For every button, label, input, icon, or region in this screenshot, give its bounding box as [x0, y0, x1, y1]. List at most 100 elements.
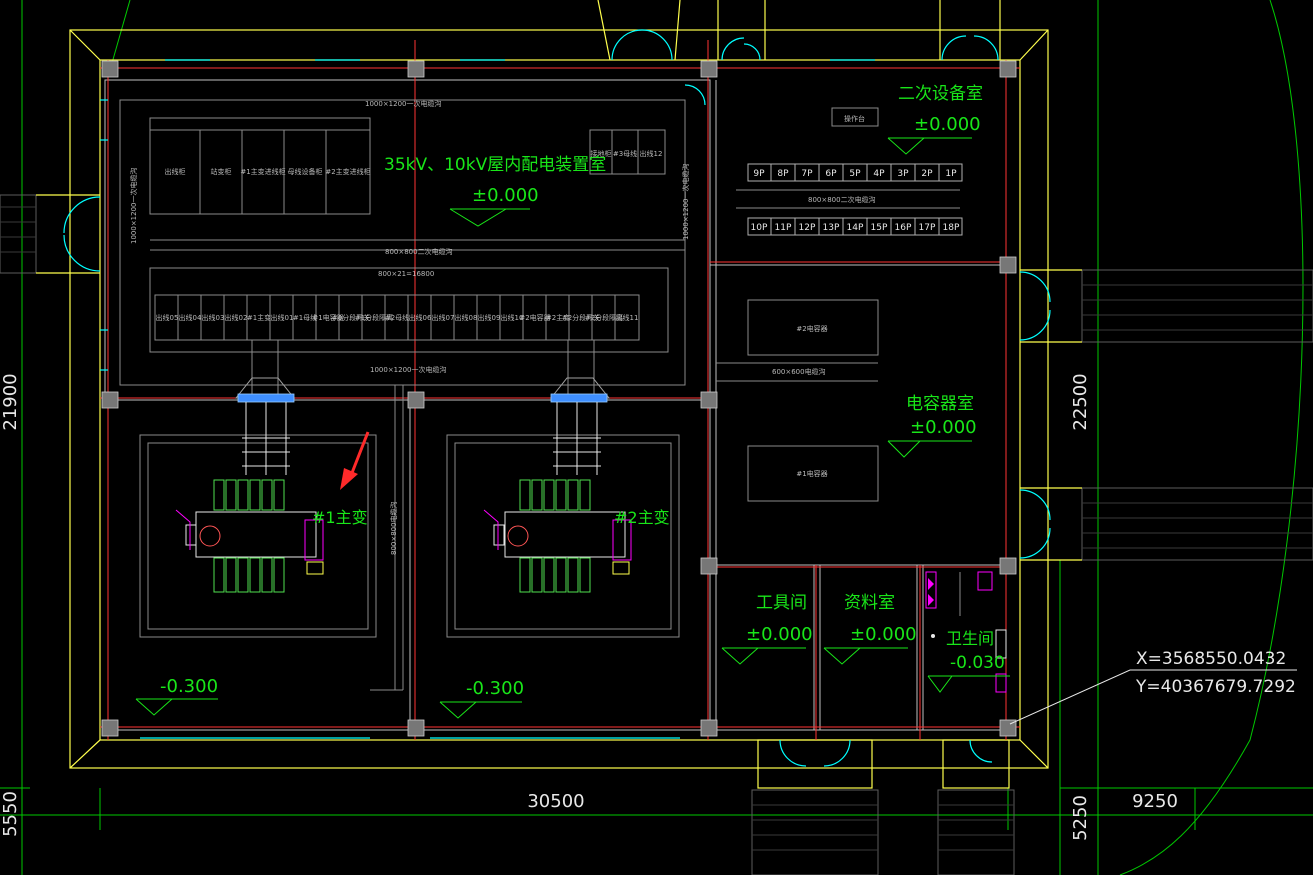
- console-label: 操作台: [844, 114, 865, 123]
- room-archive-elev: ±0.000: [850, 624, 917, 645]
- panel-label: 出线12: [640, 149, 663, 158]
- panel-label: 3P: [897, 169, 909, 179]
- doors: [63, 29, 1051, 767]
- panel-label: #2电容器: [519, 313, 550, 322]
- panel-label: 9P: [753, 169, 765, 179]
- panel-label: #1电容器: [312, 313, 343, 322]
- panel-label: #3母线: [613, 149, 637, 158]
- panel-label: 出线柜: [165, 167, 186, 176]
- room-capacitor-elev: ±0.000: [910, 417, 977, 438]
- lower-panel-labels: 出线05 出线04 出线03 出线02 #1主变 出线01 #1母线 #1电容器…: [156, 313, 639, 322]
- coordinate-y: Y=40367679.7292: [1135, 677, 1296, 697]
- red-arrow-icon: [340, 431, 370, 490]
- room-toilet-label: 卫生间: [946, 629, 994, 648]
- panel-label: #1分段开关: [332, 313, 370, 322]
- secondary-panels: [747, 163, 963, 236]
- panel-label: #2分段开关: [562, 313, 600, 322]
- dim-right-vertical: 22500: [1070, 373, 1091, 430]
- room-archive-label: 资料室: [844, 593, 895, 613]
- panel-label: 7P: [801, 169, 813, 179]
- panel-label: 出线11: [616, 313, 639, 322]
- floor-drain-icon: [931, 634, 935, 638]
- room-tool-label: 工具间: [756, 593, 807, 613]
- dim-bottom-right: 9250: [1132, 791, 1178, 812]
- panel-label: 出线07: [432, 313, 455, 322]
- dim-left-bottom: 5550: [0, 791, 21, 837]
- label-top-trench: 1000×1200一次电缆沟: [365, 99, 442, 108]
- label-left-trench: 1000×1200一次电缆沟: [129, 168, 138, 245]
- coordinate-leader: [1009, 669, 1297, 725]
- panel-label: 5P: [849, 169, 861, 179]
- dim-left-vertical: 21900: [0, 373, 21, 430]
- axis-lines: [100, 40, 1020, 740]
- elevation-markers: [135, 137, 1010, 719]
- panel-label: 16P: [895, 223, 912, 233]
- building-walls: [36, 0, 1082, 789]
- panel-label: 出线06: [409, 313, 432, 322]
- upper-panel-labels: 出线柜 站变柜 #1主变进线柜 母线设备柜 #2主变进线柜 接地柜 #3母线 出…: [165, 149, 663, 176]
- panel-label: 出线08: [455, 313, 478, 322]
- panel-label: 2P: [921, 169, 933, 179]
- label-mid-trench: 800×800二次电缆沟: [385, 247, 453, 256]
- dim-bottom-right-vertical: 5250: [1070, 795, 1091, 841]
- panel-label: #1主变进线柜: [240, 167, 285, 176]
- transformer-2-equipment: [483, 402, 632, 593]
- panel-label: 17P: [919, 223, 936, 233]
- transformer-1-equipment: [175, 402, 324, 593]
- secondary-panel-labels: 9P 8P 7P 6P 5P 4P 3P 2P 1P 10P 11P 12P 1…: [751, 169, 960, 233]
- label-bottom-trench: 1000×1200一次电缆沟: [370, 365, 447, 374]
- panel-label: 13P: [823, 223, 840, 233]
- room-capacitor-label: 电容器室: [906, 394, 974, 414]
- room-switchgear-label: 35kV、10kV屋内配电装置室: [384, 155, 606, 175]
- columns: [101, 60, 1017, 737]
- panel-label: #2主变: [546, 313, 570, 322]
- transformer-1-elev: -0.300: [160, 676, 218, 697]
- upper-panel-row: [150, 129, 639, 214]
- panel-label: 8P: [777, 169, 789, 179]
- dim-bottom-main: 30500: [527, 791, 584, 812]
- room-switchgear-elev: ±0.000: [472, 185, 539, 206]
- cable-trenches: [119, 99, 960, 691]
- panel-label: #2母线: [385, 313, 409, 322]
- room-secondary-elev: ±0.000: [914, 114, 981, 135]
- lower-panel-row: [177, 295, 616, 340]
- transformer-2-elev: -0.300: [466, 678, 524, 699]
- panel-label: 11P: [775, 223, 792, 233]
- panel-label: 出线10: [501, 313, 524, 322]
- panel-label: 接地柜: [591, 149, 612, 158]
- panel-label: 12P: [799, 223, 816, 233]
- panel-label: 出线03: [202, 313, 225, 322]
- transformer-1-label: #1主变: [312, 508, 368, 527]
- panel-label: 4P: [873, 169, 885, 179]
- panel-label: #1分段隔离: [355, 313, 393, 322]
- label-right-trench: 1000×1200一次电缆沟: [681, 164, 690, 241]
- pad-hatching: [0, 206, 1313, 851]
- panel-label: 出线09: [478, 313, 501, 322]
- panel-label: 14P: [847, 223, 864, 233]
- capacitor-2-label: #2电容器: [796, 324, 827, 333]
- label-row-span: 800×21=16800: [378, 270, 434, 278]
- panel-label: 10P: [751, 223, 768, 233]
- room-secondary-label: 二次设备室: [898, 84, 983, 104]
- panel-label: 出线04: [179, 313, 202, 322]
- room-tool-elev: ±0.000: [746, 624, 813, 645]
- panel-label: 出线01: [271, 313, 294, 322]
- panel-label: 出线02: [225, 313, 248, 322]
- coordinate-x: X=3568550.0432: [1136, 649, 1286, 669]
- panel-label: #1主变: [247, 313, 271, 322]
- panel-label: #2主变进线柜: [325, 167, 370, 176]
- label-capacitor-trench: 600×600电缆沟: [772, 367, 826, 376]
- panel-label: 1P: [945, 169, 957, 179]
- capacitor-1-label: #1电容器: [796, 469, 827, 478]
- panel-label: 站变柜: [211, 167, 232, 176]
- toilet-marks: [928, 578, 934, 606]
- panel-label: 母线设备柜: [288, 167, 323, 176]
- panel-label: 出线05: [156, 313, 179, 322]
- panel-label: 6P: [825, 169, 837, 179]
- panel-label: #1母线: [293, 313, 317, 322]
- label-vertical-trench: 800×800电缆沟: [389, 501, 398, 555]
- label-secondary-trench: 800×800二次电缆沟: [808, 195, 876, 204]
- exterior-pads: [0, 194, 1313, 875]
